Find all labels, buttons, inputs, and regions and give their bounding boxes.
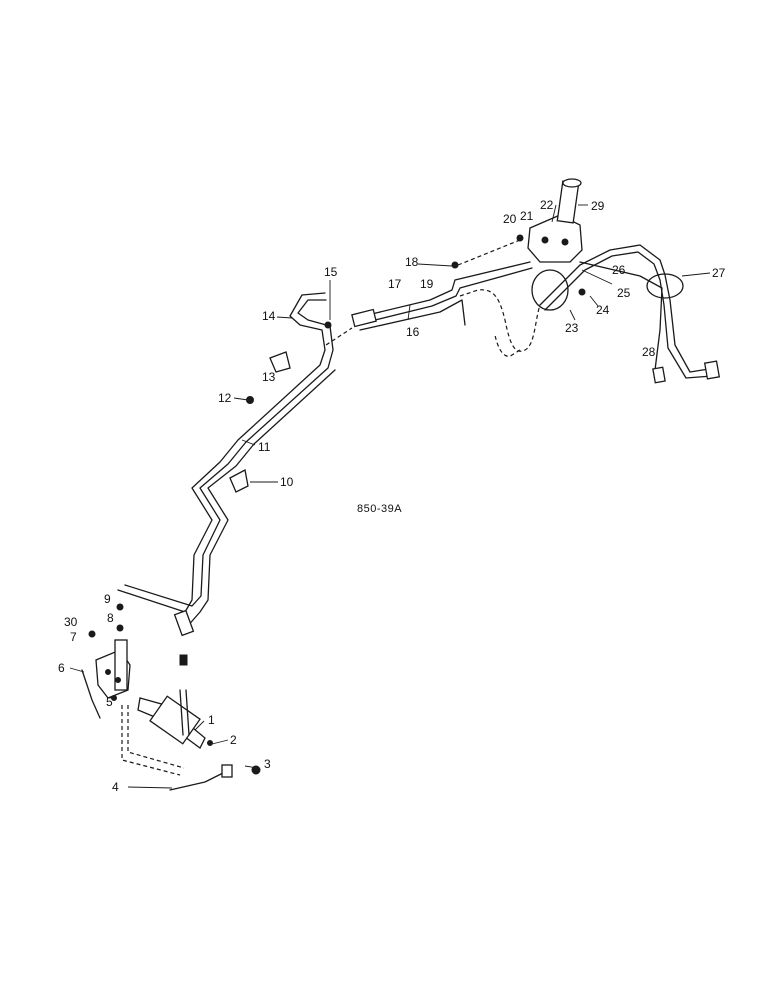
callout-2: 2 [230,733,237,747]
callout-12: 12 [218,391,232,405]
callout-26: 26 [612,263,626,277]
callout-8: 8 [107,611,114,625]
callout-29: 29 [591,199,605,213]
valve-block-icon [95,639,131,699]
callout-11: 11 [258,440,271,454]
steering-cylinder-icon [121,654,206,776]
callout-25: 25 [617,286,631,300]
figure-id: 850-39A [357,503,402,515]
callout-1: 1 [208,713,215,727]
leader-lines [69,204,711,789]
callout-24: 24 [596,303,610,317]
callout-27: 27 [712,266,726,280]
hose-icon [81,669,233,791]
callout-18: 18 [405,255,419,269]
callout-10: 10 [280,475,294,489]
callout-9: 9 [104,592,111,606]
callout-7: 7 [70,630,77,644]
fitting-icon [88,234,586,775]
callout-15: 15 [324,265,338,279]
callout-16: 16 [406,325,420,339]
callout-labels: 1 2 3 4 5 6 7 8 9 30 10 11 12 13 14 15 1… [58,198,726,794]
callout-6: 6 [58,661,65,675]
callout-13: 13 [262,370,276,384]
callout-21: 21 [520,209,534,223]
callout-30: 30 [64,615,78,629]
callout-17: 17 [388,277,402,291]
callout-14: 14 [262,309,276,323]
right-pipe-line-25-28 [531,244,721,384]
callout-4: 4 [112,780,119,794]
callout-28: 28 [642,345,656,359]
callout-22: 22 [540,198,554,212]
upper-pipe-line-16-17 [325,261,541,357]
callout-19: 19 [420,277,434,291]
callout-3: 3 [264,757,271,771]
callout-23: 23 [565,321,579,335]
clip-icon [229,351,291,493]
steering-pump-icon [457,178,583,266]
main-pipe-line-11 [117,292,336,637]
callout-5: 5 [106,695,113,709]
callout-20: 20 [503,212,517,226]
